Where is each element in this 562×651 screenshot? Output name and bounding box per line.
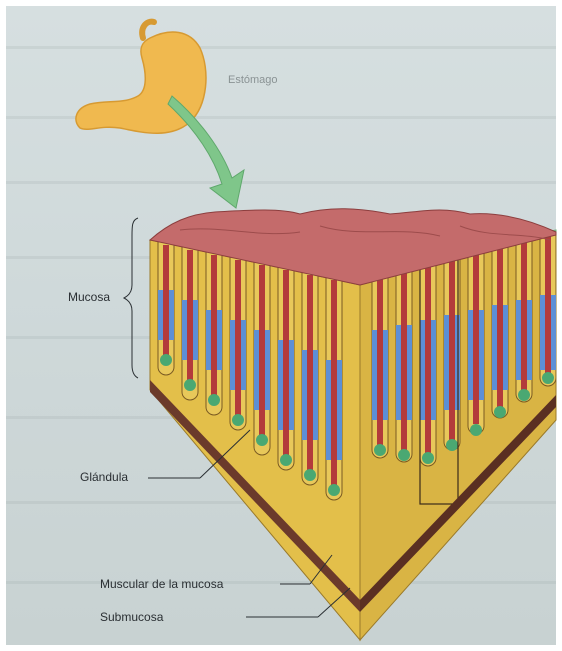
mucosa-label: Mucosa	[68, 290, 110, 304]
submucosa-label: Submucosa	[100, 610, 163, 624]
muscularis-mucosae-label: Muscular de la mucosa	[100, 577, 223, 591]
stomach-label: Estómago	[228, 74, 278, 86]
gland-label: Glándula	[80, 470, 128, 484]
esophagus-stub	[142, 22, 154, 38]
pointer-arrow	[168, 96, 244, 208]
mucosa-bracket	[124, 218, 138, 378]
